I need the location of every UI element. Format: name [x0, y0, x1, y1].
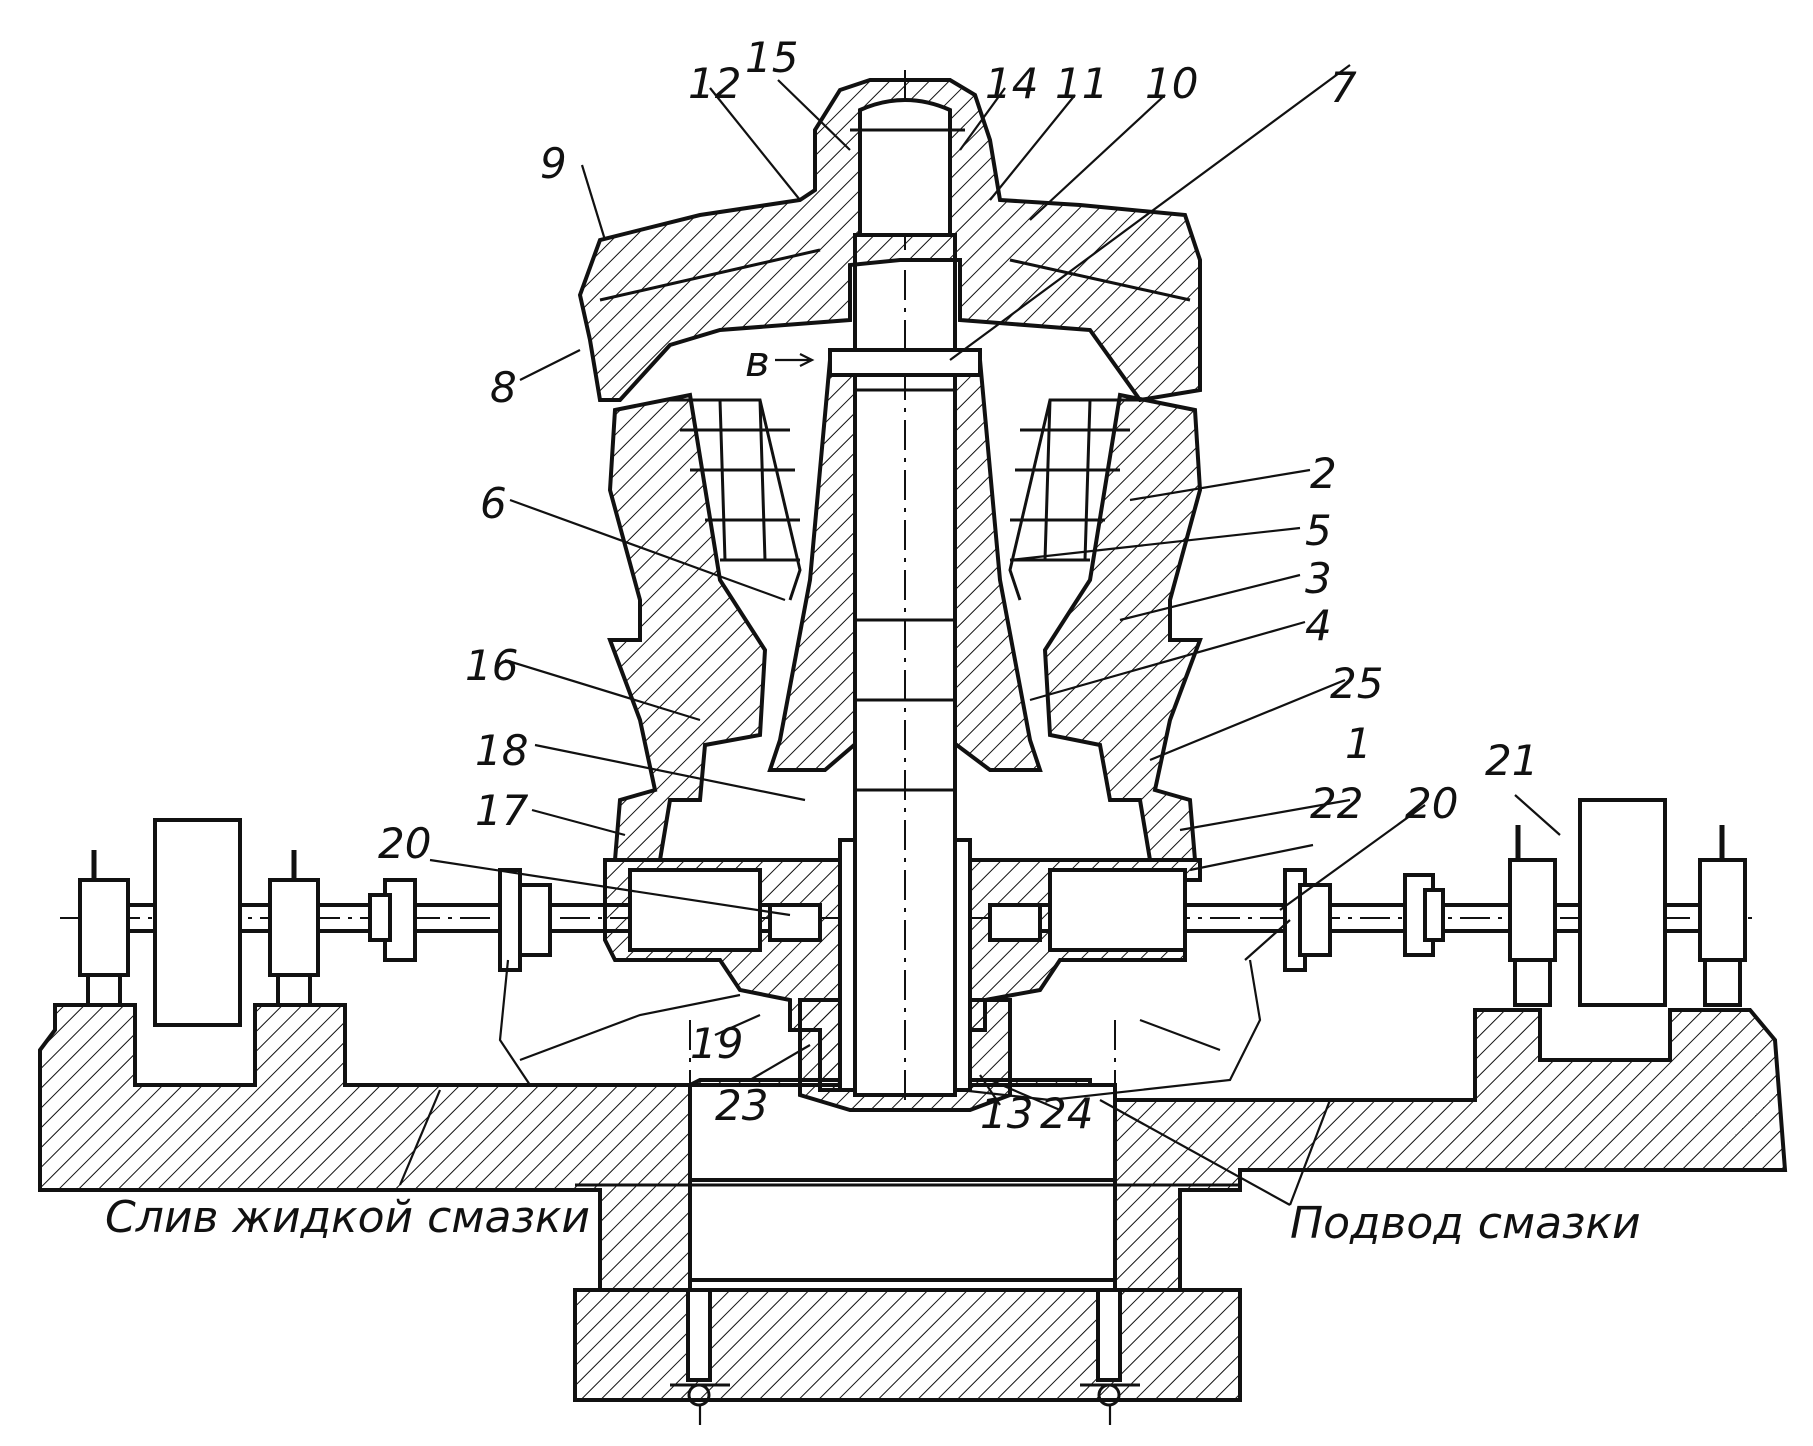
- label-2: 2: [1310, 449, 1337, 498]
- label-16: 16: [465, 641, 518, 690]
- label-4: 4: [1305, 601, 1332, 650]
- label-22: 22: [1310, 779, 1363, 828]
- label-25: 25: [1330, 659, 1383, 708]
- label-1: 1: [1345, 719, 1372, 768]
- part-number-labels: 9 8 12 15 14 11 10 7 2 5 3 4 6 16 18 17 …: [378, 33, 1538, 1138]
- label-5: 5: [1305, 506, 1332, 555]
- label-21: 21: [1485, 736, 1538, 785]
- label-11: 11: [1055, 59, 1108, 108]
- left-drive: [78, 818, 552, 1027]
- top-spider: в: [577, 78, 1202, 403]
- caption-supply: Подвод смазки: [1290, 1198, 1641, 1249]
- label-9: 9: [540, 139, 567, 188]
- label-18: 18: [475, 726, 528, 775]
- label-19: 19: [690, 1019, 743, 1068]
- leader-lines: [398, 64, 1561, 1206]
- label-14: 14: [985, 59, 1038, 108]
- label-24: 24: [1040, 1089, 1093, 1138]
- mantle-blocks: [680, 399, 1130, 562]
- label-20-right: 20: [1405, 779, 1458, 828]
- captions: Слив жидкой смазки Подвод смазки: [105, 1192, 1641, 1249]
- main-shaft: [828, 70, 982, 1110]
- lubrication-pipes: [498, 919, 1291, 1102]
- label-7: 7: [1330, 63, 1357, 112]
- pit-walls: [575, 1020, 1240, 1187]
- label-17: 17: [475, 786, 529, 835]
- label-12: 12: [688, 59, 741, 108]
- label-15: 15: [745, 33, 798, 82]
- crushing-chamber: [607, 392, 1203, 862]
- right-drive: [1283, 798, 1747, 1007]
- caption-drain: Слив жидкой смазки: [105, 1192, 590, 1243]
- anchor-bolts: [670, 1288, 1140, 1425]
- label-10: 10: [1145, 59, 1198, 108]
- label-b: в: [745, 337, 770, 386]
- label-20-left: 20: [378, 819, 431, 868]
- label-23: 23: [715, 1081, 768, 1130]
- label-13: 13: [980, 1089, 1033, 1138]
- label-6: 6: [480, 479, 507, 528]
- label-8: 8: [490, 363, 517, 412]
- label-3: 3: [1305, 554, 1332, 603]
